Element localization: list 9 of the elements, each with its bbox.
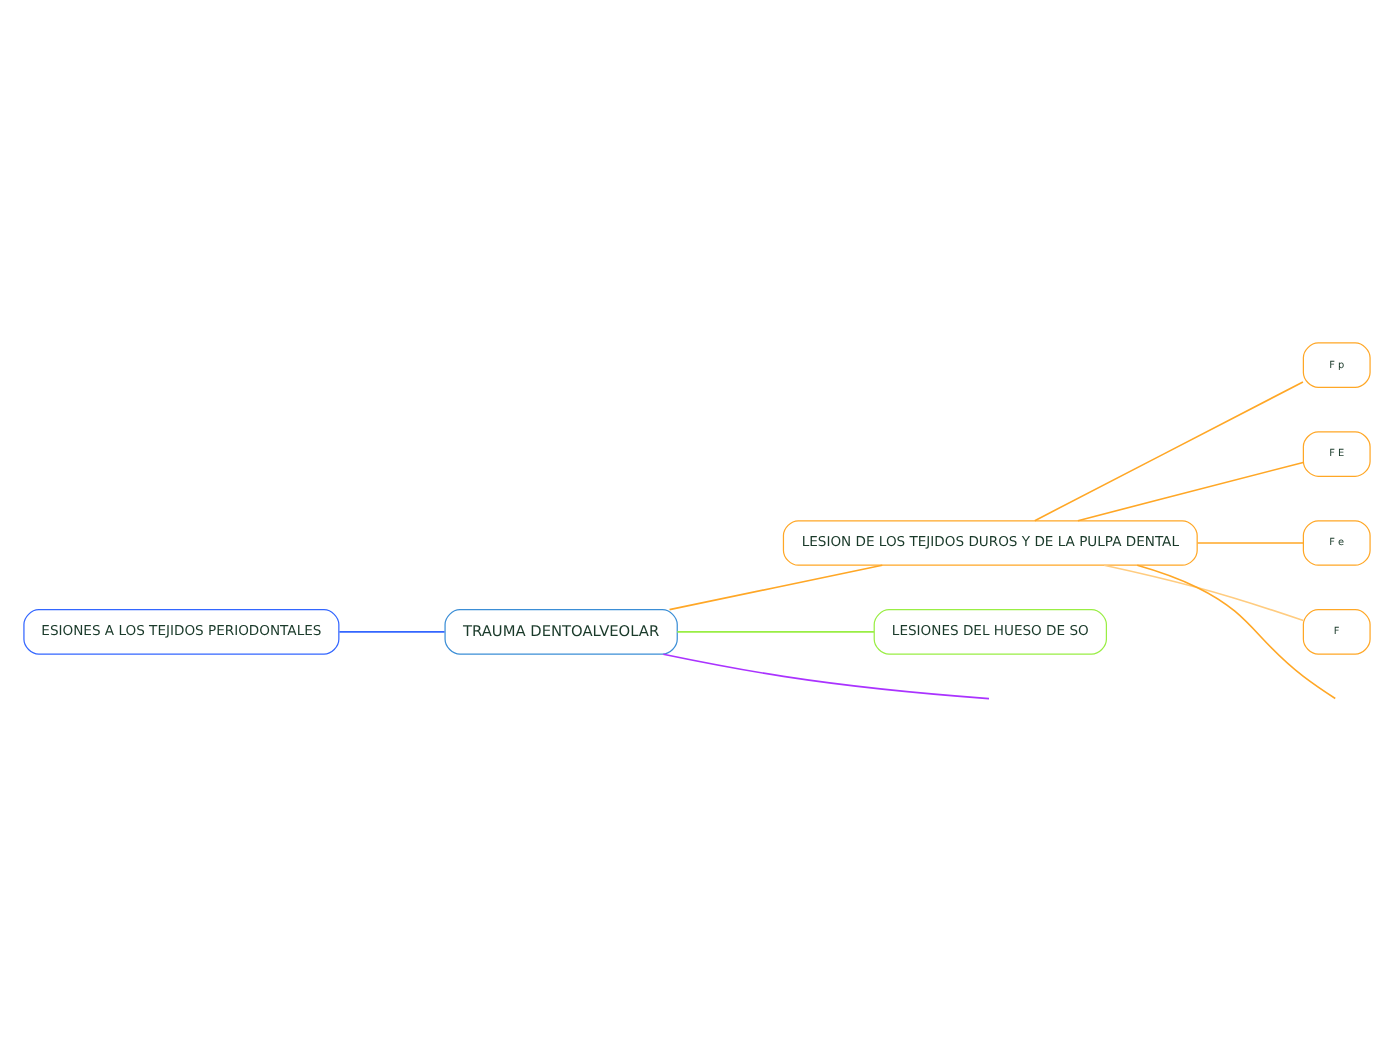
connector — [1103, 563, 1305, 621]
connector — [1077, 460, 1304, 521]
connector — [1033, 380, 1304, 521]
connector — [662, 652, 990, 699]
connector — [668, 563, 884, 610]
connector — [676, 630, 875, 632]
connector — [1196, 541, 1304, 543]
connector — [338, 630, 446, 632]
connector — [1136, 563, 1337, 699]
